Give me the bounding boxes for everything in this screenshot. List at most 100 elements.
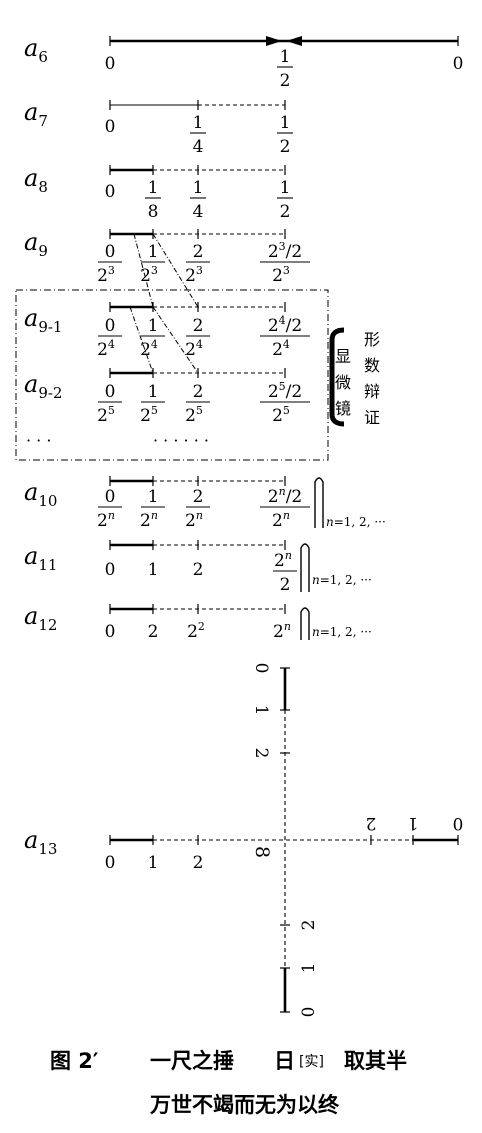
a9-frac-last: 23/2 23 <box>260 240 310 286</box>
svg-text:24: 24 <box>185 338 203 360</box>
svg-text:显: 显 <box>335 347 351 366</box>
a9-2-frac-last: 25/2 25 <box>260 380 310 426</box>
a7-frac-1-4: 1 4 <box>190 113 206 157</box>
svg-text:1: 1 <box>148 178 159 198</box>
svg-text:2: 2 <box>280 575 291 595</box>
svg-text:2n: 2n <box>185 509 203 531</box>
svg-text:24: 24 <box>140 338 158 360</box>
row-label-a11: a11 <box>24 542 57 574</box>
svg-text:1: 1 <box>148 487 159 507</box>
row-label-a9-1: a9-1 <box>24 304 62 336</box>
svg-text:1: 1 <box>193 178 204 198</box>
a9-1-frac-0: 0 24 <box>97 316 122 360</box>
svg-text:23: 23 <box>185 264 203 286</box>
microscope-label: 显 微 镜 形 数 辩 证 <box>329 327 380 427</box>
svg-text:25: 25 <box>272 404 290 426</box>
svg-text:24/2: 24/2 <box>268 314 302 336</box>
svg-text:1: 1 <box>148 242 159 262</box>
a9-1-frac-1: 1 24 <box>140 316 165 360</box>
svg-text:4: 4 <box>193 137 204 157</box>
a11-frac-last: 2n 2 <box>273 549 297 595</box>
svg-text:0: 0 <box>105 487 116 507</box>
svg-text:25: 25 <box>185 404 203 426</box>
figure-caption: 图 2′ 一尺之捶 日 [实] 取其半 万世不竭而无为以终 <box>50 1049 407 1117</box>
a10-frac-last: 2n/2 2n <box>260 485 310 531</box>
svg-text:2n: 2n <box>97 509 115 531</box>
a7-tick-0: 0 <box>105 117 116 137</box>
svg-text:数: 数 <box>364 356 380 375</box>
zoom-guides <box>129 233 199 374</box>
svg-text:2: 2 <box>193 487 204 507</box>
svg-text:2: 2 <box>280 202 291 222</box>
row-a9-1: a9-1 0 24 1 24 2 24 24/2 24 <box>24 302 310 360</box>
a10-frac-2: 2 2n <box>185 487 210 531</box>
row-label-a8: a8 <box>24 164 48 196</box>
svg-text:23/2: 23/2 <box>268 240 302 262</box>
svg-text:辩: 辩 <box>364 382 380 401</box>
a13-h-left-2: 2 <box>193 853 204 873</box>
svg-text:镜: 镜 <box>335 399 351 418</box>
svg-text:25: 25 <box>140 404 158 426</box>
a13-h-right-1: 1 <box>408 813 419 833</box>
svg-text:23: 23 <box>140 264 158 286</box>
svg-text:2: 2 <box>193 316 204 336</box>
svg-text:8: 8 <box>148 202 159 222</box>
row-label-a7: a7 <box>24 98 48 130</box>
row-a10: a10 0 2n 1 2n 2 2n 2n/2 2n n=1, 2 <box>24 476 386 531</box>
svg-text:2: 2 <box>193 382 204 402</box>
magnifier-box <box>15 289 329 461</box>
a11-tick-0: 0 <box>105 560 116 580</box>
a13-h-right-0: 0 <box>453 813 464 833</box>
left-arrow-icon <box>286 36 302 46</box>
svg-text:0: 0 <box>105 242 116 262</box>
a13-h-left-0: 0 <box>105 853 116 873</box>
a9-1-frac-2: 2 24 <box>185 316 210 360</box>
double-up-arrow-icon <box>300 607 310 640</box>
a13-h-left-1: 1 <box>148 853 159 873</box>
svg-text:24: 24 <box>97 338 115 360</box>
a9-2-frac-2: 2 25 <box>185 382 210 426</box>
a8-frac-1-2: 1 2 <box>277 178 293 222</box>
svg-text:23: 23 <box>272 264 290 286</box>
a13-v-top-0: 0 <box>251 663 271 674</box>
a12-tick-0: 0 <box>105 622 116 642</box>
a10-frac-0: 0 2n <box>97 487 122 531</box>
a11-tick-2: 2 <box>193 560 204 580</box>
a9-frac-0: 0 23 <box>97 242 122 286</box>
a9-frac-1: 1 23 <box>140 242 165 286</box>
row-a9: a9 0 23 1 23 2 23 23/2 23 <box>24 228 310 286</box>
row-a9-2: a9-2 0 25 1 25 2 25 25/2 25 <box>24 368 310 426</box>
double-up-arrow-icon <box>300 543 310 592</box>
svg-text:2n: 2n <box>274 549 292 571</box>
svg-text:24: 24 <box>272 338 290 360</box>
ellipsis-left: · · · <box>26 431 51 450</box>
row-label-a10: a10 <box>24 478 57 510</box>
a10-n-range: n=1, 2, ··· <box>326 515 386 529</box>
a12-tick-2n: 2n <box>273 620 291 642</box>
svg-text:1: 1 <box>280 113 291 133</box>
a13-v-top-1: 1 <box>251 705 271 716</box>
a11-tick-1: 1 <box>148 560 159 580</box>
a7-frac-1-2: 1 2 <box>277 113 293 157</box>
svg-text:1: 1 <box>148 382 159 402</box>
svg-text:2n/2: 2n/2 <box>268 485 302 507</box>
caption-figure-number: 图 2′ <box>50 1049 99 1073</box>
svg-text:2: 2 <box>280 71 291 91</box>
a13-v-top-2: 2 <box>251 748 271 759</box>
row-label-a12: a12 <box>24 602 57 634</box>
a13-h-right-2: 2 <box>366 813 377 833</box>
a8-frac-1-4: 1 4 <box>190 178 206 222</box>
svg-text:2: 2 <box>193 242 204 262</box>
a9-frac-2: 2 23 <box>185 242 210 286</box>
caption-line1-c: 取其半 <box>344 1049 407 1073</box>
svg-text:4: 4 <box>193 202 204 222</box>
caption-line2: 万世不竭而无为以终 <box>149 1093 340 1117</box>
a9-2-frac-0: 0 25 <box>97 382 122 426</box>
svg-text:2: 2 <box>280 137 291 157</box>
svg-text:2n: 2n <box>140 509 158 531</box>
svg-text:25: 25 <box>97 404 115 426</box>
svg-text:形: 形 <box>364 330 380 349</box>
caption-line1-b: 日 <box>274 1049 295 1073</box>
right-arrow-icon <box>266 36 282 46</box>
